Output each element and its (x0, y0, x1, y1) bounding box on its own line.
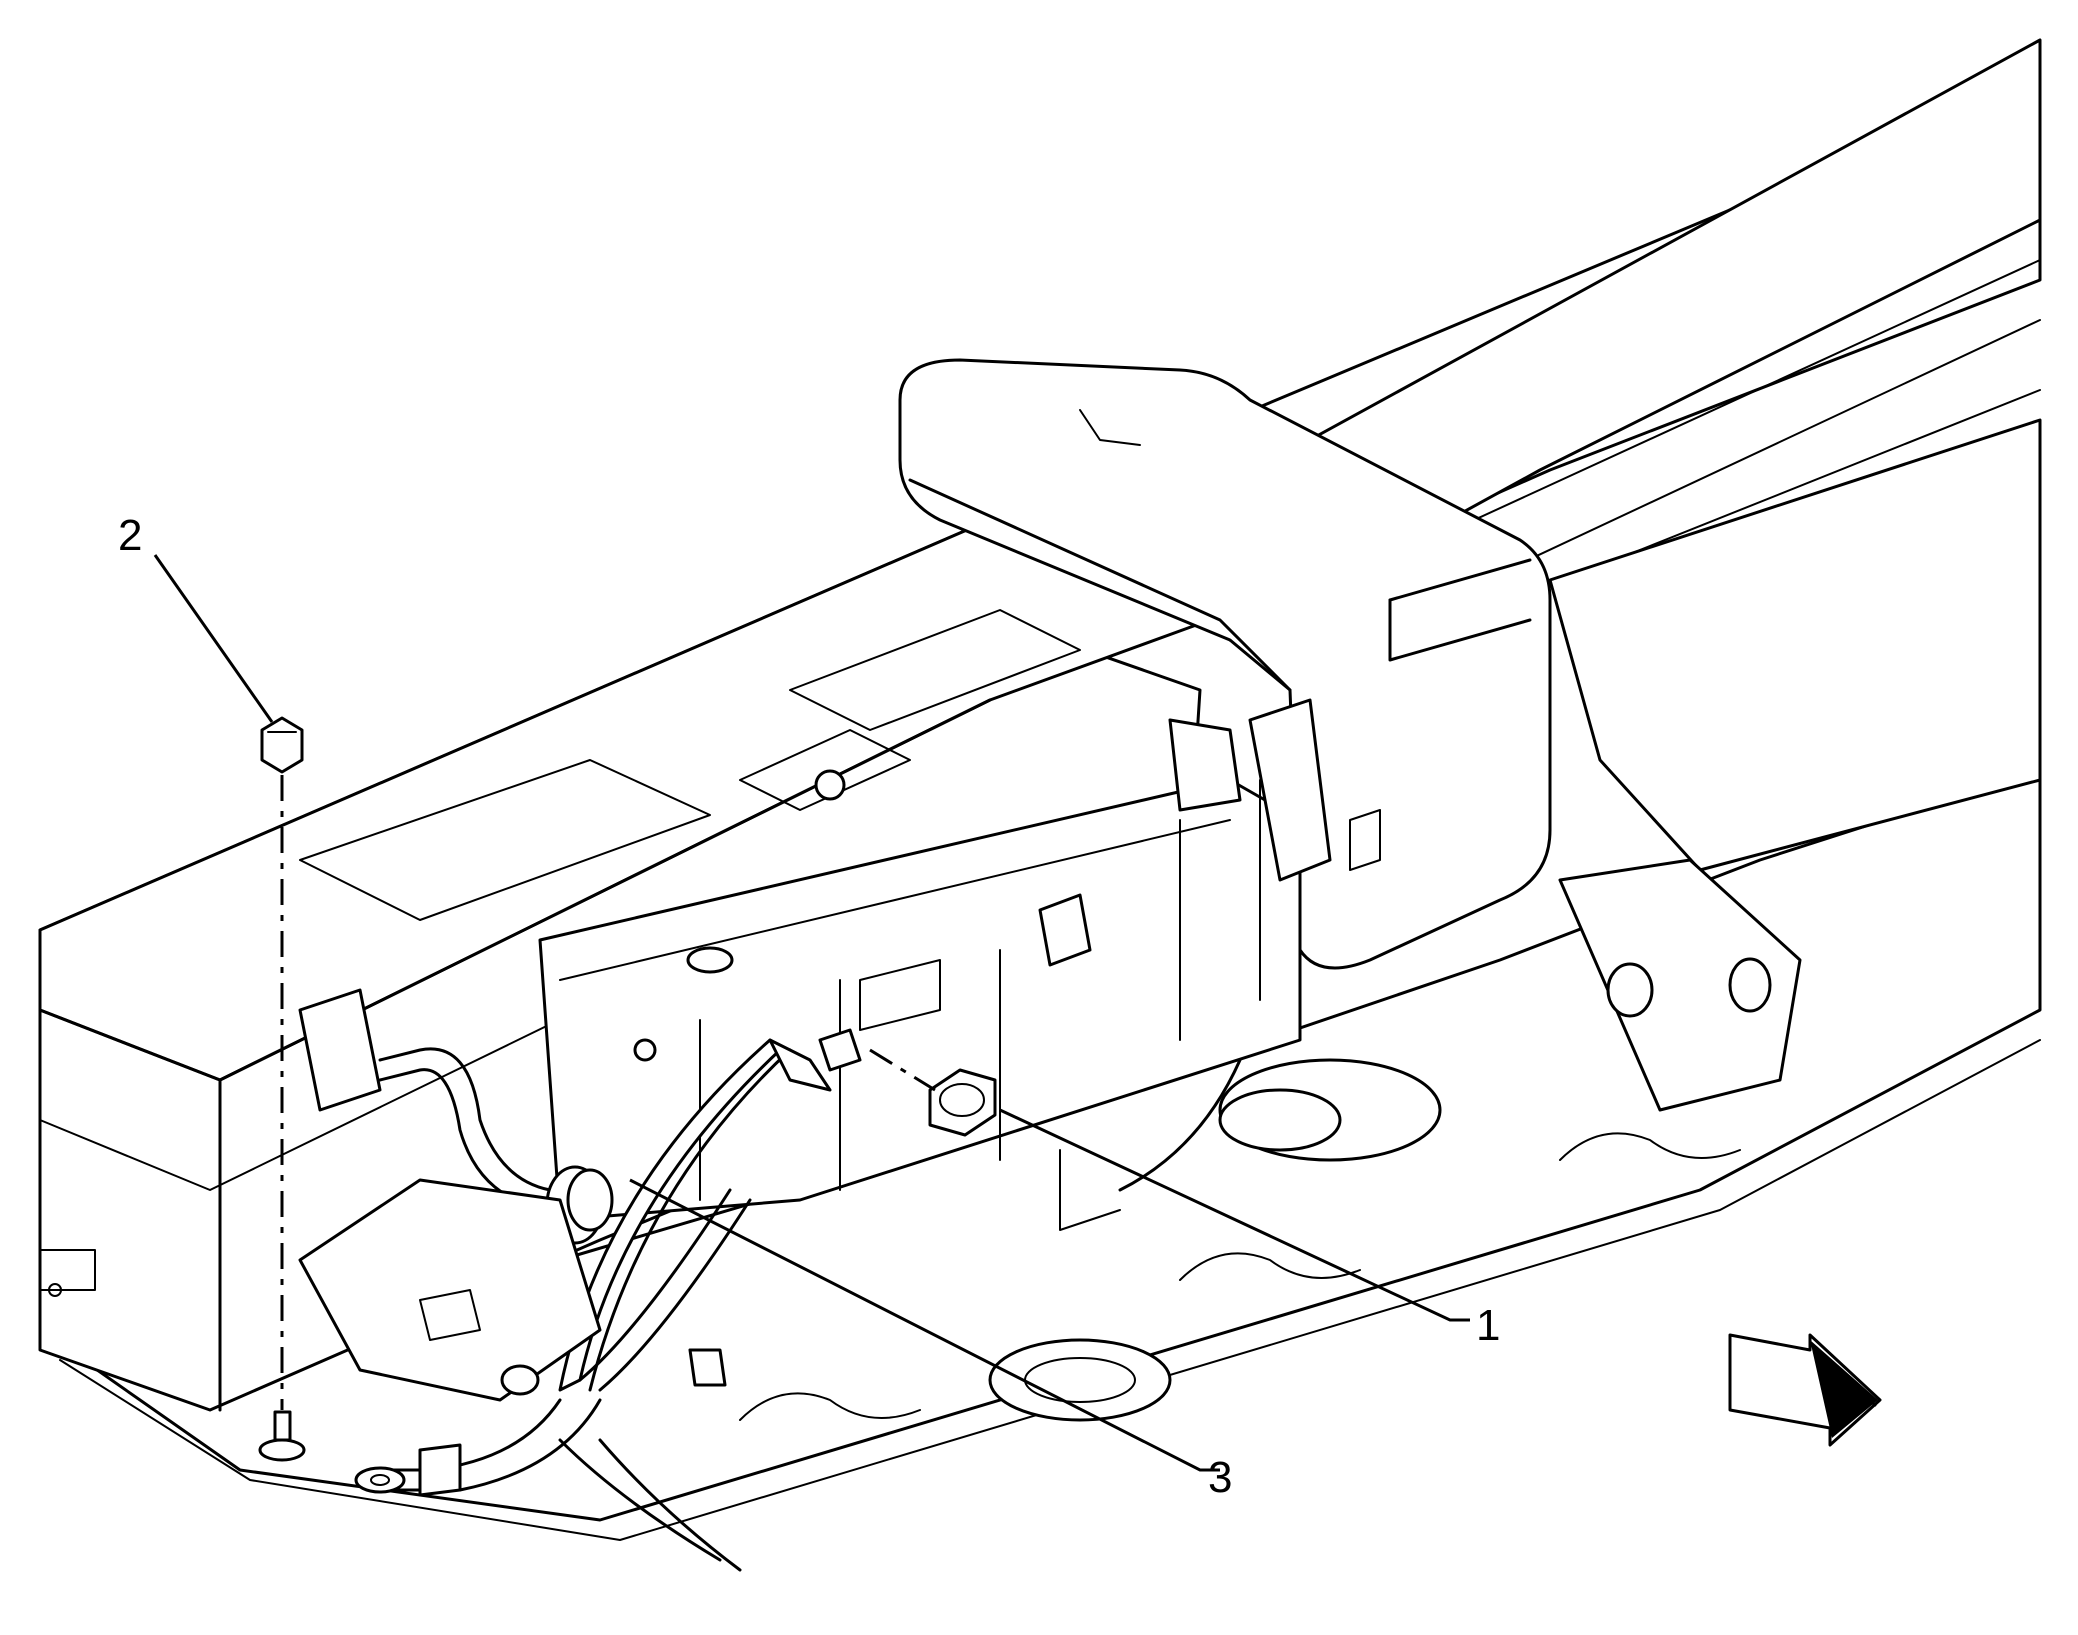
battery-terminal-nut (818, 1028, 997, 1137)
positive-battery-cable (354, 1038, 832, 1497)
bracket-nut-right (1558, 858, 1802, 1112)
lower-bracket (298, 1178, 602, 1402)
front-arrow-icon (1728, 1333, 1882, 1447)
ground-nut (258, 716, 306, 1462)
leader-lines (153, 554, 1470, 1472)
leader-line-2 (153, 554, 274, 723)
terminal-stud-right (1118, 698, 1442, 1192)
callout-1: 1 (1476, 1301, 1500, 1350)
callout-3: 3 (1208, 1453, 1232, 1502)
callout-2: 2 (118, 511, 142, 560)
negative-battery-cable (558, 1188, 752, 1572)
leader-line-3 (629, 1178, 1220, 1472)
leader-line-1 (999, 1108, 1470, 1322)
wiring-harness-left (298, 988, 614, 1245)
cover-bracket (898, 358, 1552, 970)
